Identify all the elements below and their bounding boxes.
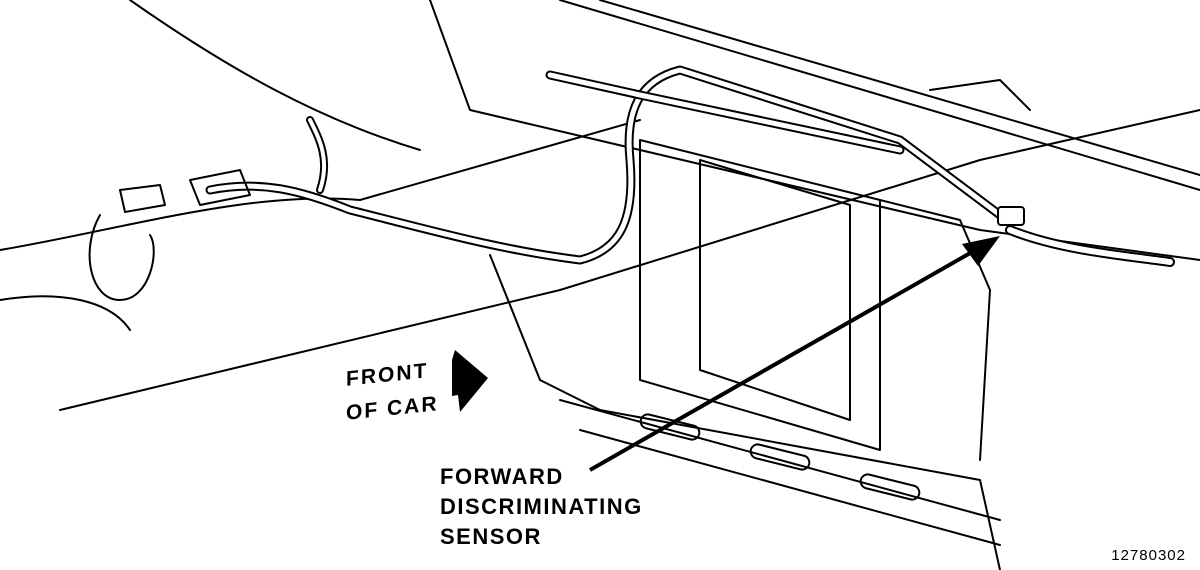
radiator-core [699, 159, 851, 421]
harness-right-run-inner [1007, 227, 1173, 265]
sensor-label-line1: FORWARD [440, 464, 564, 489]
fender-lower-edge [59, 109, 1200, 411]
front-direction-arrow [452, 350, 488, 412]
hood-latch-area [929, 79, 1031, 111]
wiring-harness [205, 65, 1005, 265]
left-connector-2 [189, 169, 251, 206]
left-connector [119, 184, 166, 213]
panel-slot [639, 413, 701, 441]
left-cable-loop [88, 214, 155, 301]
sensor-leader-arrowhead [962, 236, 1000, 266]
harness-branch-inner [547, 72, 903, 153]
hood-outline [129, 0, 421, 151]
radiator-support-right [879, 199, 991, 461]
radiator-support-inner [639, 139, 881, 451]
sensor-leader-line [589, 250, 973, 472]
radiator-support-lower [559, 399, 1001, 546]
forward-discriminating-sensor [997, 206, 1025, 226]
wiring-harness-outline [207, 67, 1003, 263]
figure-number: 12780302 [1111, 547, 1186, 564]
sensor-label-line3: SENSOR [440, 524, 542, 549]
radiator-support-top [429, 0, 1200, 261]
front-of-car-label: FRONT OF CAR [346, 353, 439, 431]
panel-slot [749, 443, 811, 471]
fender-side [0, 295, 131, 331]
sensor-callout-label: FORWARD DISCRIMINATING SENSOR [440, 462, 643, 552]
panel-slot [859, 473, 921, 501]
upper-tie-bar [559, 0, 1200, 191]
sensor-label-line2: DISCRIMINATING [440, 494, 643, 519]
hose-inner [308, 118, 327, 192]
